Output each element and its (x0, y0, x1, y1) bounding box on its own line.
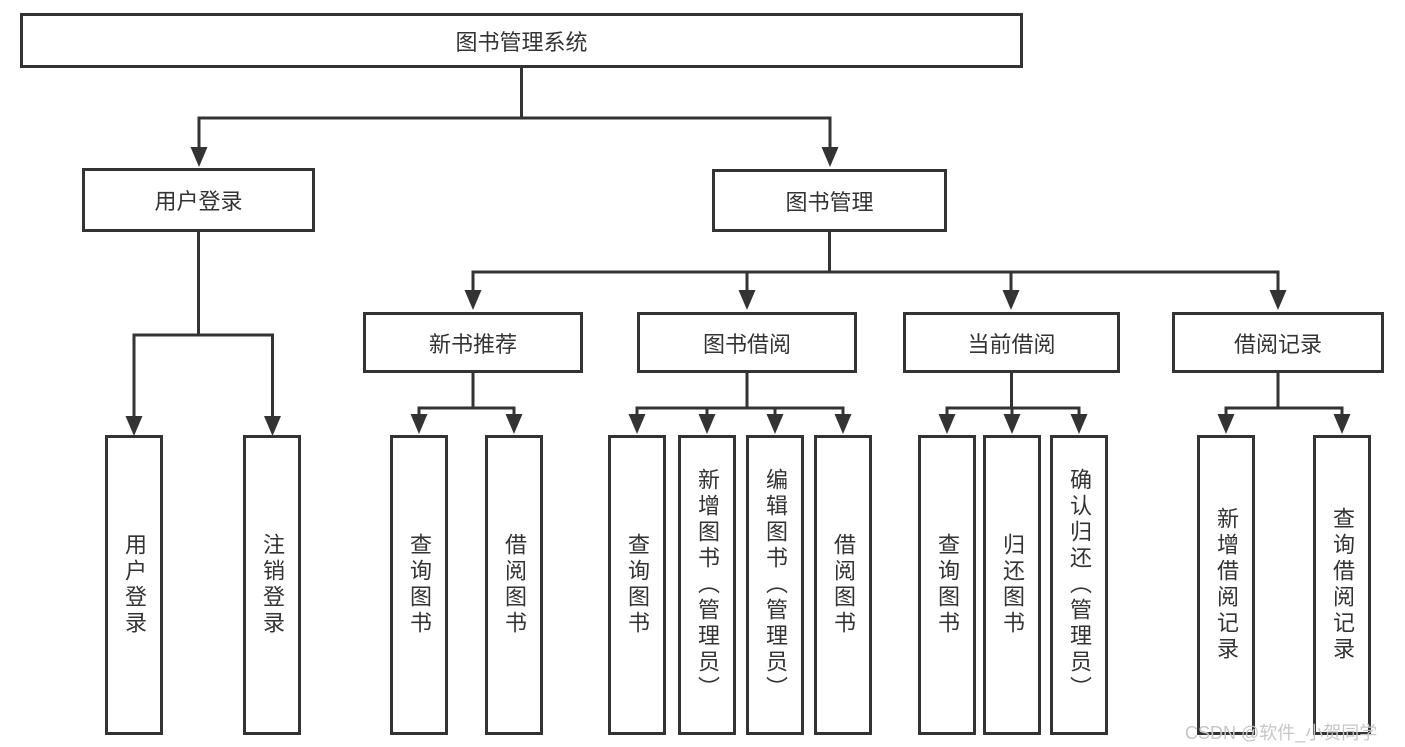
arrow-icon (834, 414, 852, 434)
arrowheads (125, 147, 1351, 436)
leaf-query-borrow-record: 查询借阅记录 (1313, 435, 1371, 735)
leaf-edit-book-admin: 编辑图书（管理员） (746, 435, 804, 735)
leaf-query-books-borrowing: 查询图书 (608, 435, 666, 735)
leaf-borrow-books-borrowing: 借阅图书 (814, 435, 872, 735)
leaf-query-books-newbook: 查询图书 (390, 435, 448, 735)
arrow-icon (821, 147, 839, 167)
leaf-logout: 注销登录 (243, 435, 301, 735)
connector-book-borrow (635, 371, 845, 419)
arrow-icon (464, 290, 482, 310)
leaf-add-book-admin: 新增图书（管理员） (678, 435, 736, 735)
arrow-icon (1002, 290, 1020, 310)
arrow-icon (1217, 414, 1235, 434)
arrow-icon (1070, 414, 1088, 434)
arrow-icon (738, 290, 756, 310)
arrow-icon (190, 147, 208, 167)
arrow-icon (628, 414, 646, 434)
connector-book-mgmt (471, 230, 1280, 295)
arrow-icon (1269, 290, 1287, 310)
leaf-add-borrow-record: 新增借阅记录 (1197, 435, 1255, 735)
node-user-login-group: 用户登录 (82, 168, 315, 232)
leaf-borrow-books-newbook: 借阅图书 (485, 435, 543, 735)
arrow-icon (264, 416, 281, 436)
node-library-management-system: 图书管理系统 (20, 13, 1023, 68)
node-book-borrowing: 图书借阅 (637, 312, 857, 373)
connector-current-borrow (945, 371, 1081, 419)
leaf-confirm-return-admin: 确认归还（管理员） (1050, 435, 1108, 735)
leaf-return-books: 归还图书 (983, 435, 1041, 735)
connector-user-login (132, 230, 274, 421)
node-borrowing-records: 借阅记录 (1172, 312, 1384, 373)
node-book-management: 图书管理 (712, 169, 947, 232)
arrow-icon (125, 416, 143, 436)
connector-new-book (417, 371, 516, 419)
connector-borrow-record (1224, 371, 1344, 419)
arrow-icon (410, 414, 428, 434)
node-new-book-recommendation: 新书推荐 (363, 312, 583, 373)
arrow-icon (1003, 414, 1021, 434)
arrow-icon (1333, 414, 1351, 434)
arrow-icon (938, 414, 956, 434)
csdn-watermark: CSDN @软件_小贺同学 (1185, 723, 1378, 743)
leaf-query-books-current: 查询图书 (918, 435, 976, 735)
arrow-icon (766, 414, 784, 434)
arrow-icon (698, 414, 716, 434)
arrow-icon (505, 414, 523, 434)
connector-root (197, 66, 832, 152)
node-current-borrowing: 当前借阅 (903, 312, 1120, 373)
leaf-user-login: 用户登录 (105, 435, 163, 735)
